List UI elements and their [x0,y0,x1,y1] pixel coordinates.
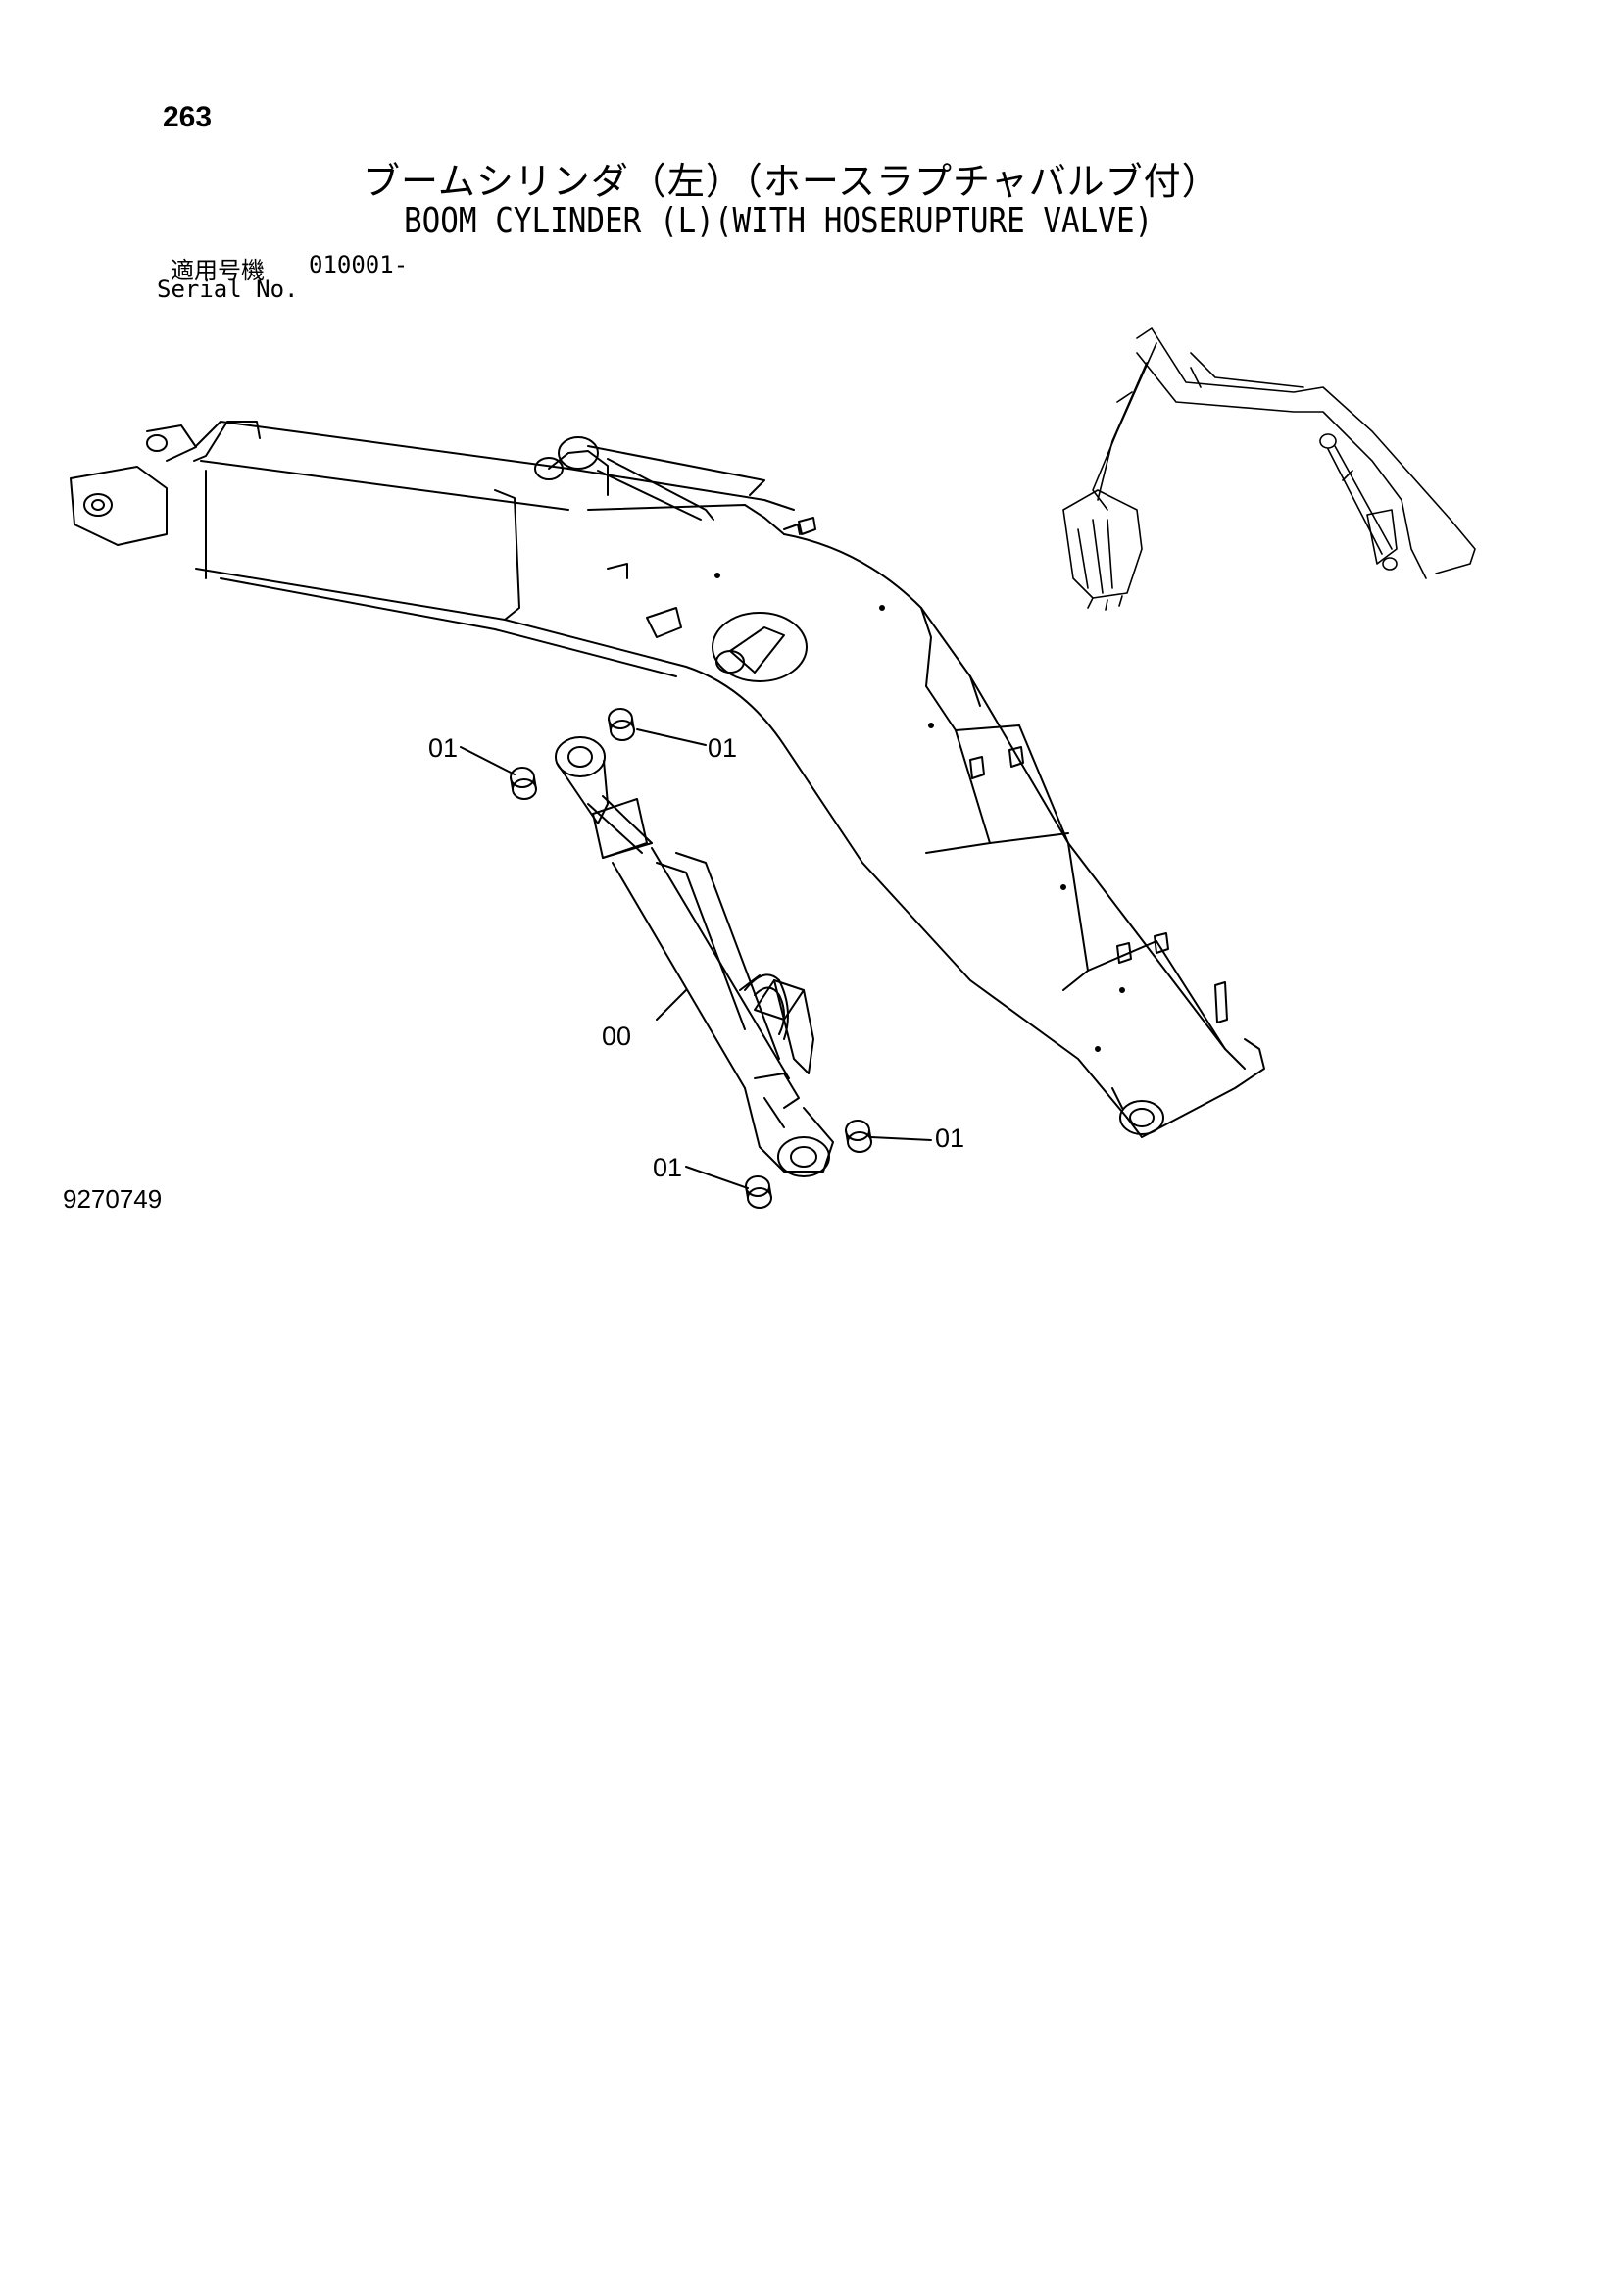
boom-arm [70,421,1265,1138]
bushing-top-left [510,767,537,800]
serial-label-japanese: 適用号機 [171,257,265,284]
title-japanese: ブームシリンダ（左）（ホースラプチャバルブ付） [363,160,1220,203]
callout-bottom-right: 01 [935,1123,964,1153]
callout-bottom-left: 01 [653,1153,682,1182]
bushing-bottom-right [845,1120,872,1153]
serial-label-english: Serial No. [157,275,299,303]
callout-top-right: 01 [708,733,737,763]
callout-cylinder: 00 [602,1022,631,1051]
callout-top-left: 01 [428,733,458,763]
bushing-bottom-left [745,1175,772,1209]
title-english: BOOM CYLINDER (L)(WITH HOSERUPTURE VALVE… [404,201,1154,241]
bushing-top-right [608,708,635,741]
callouts: 01 01 00 01 01 [428,728,964,1189]
page-number: 263 [163,101,213,133]
serial-value: 010001- [309,251,409,278]
excavator-inset [1062,327,1476,611]
figure-number: 9270749 [63,1184,163,1214]
boom-cylinder [555,736,834,1177]
bushing-parts [510,708,872,1209]
